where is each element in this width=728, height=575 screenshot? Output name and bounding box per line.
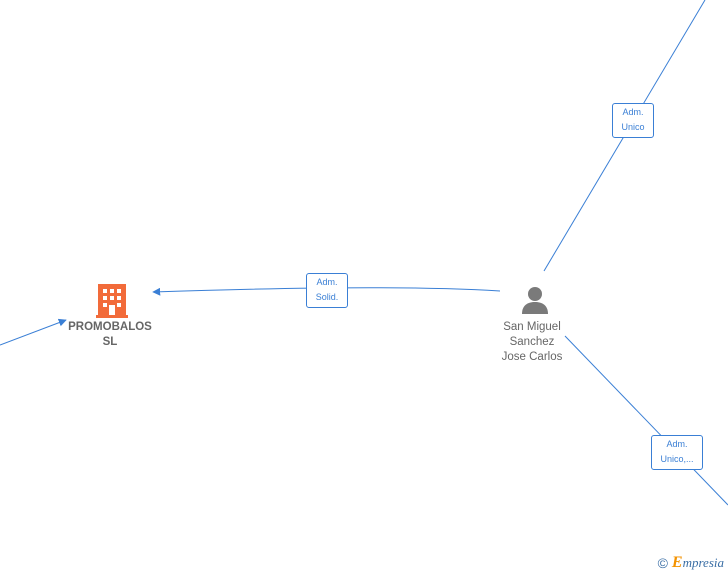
- copyright-symbol: ©: [657, 555, 668, 571]
- edge-bottom-right[interactable]: [564, 335, 728, 506]
- edge-label-line1: Adm.: [666, 439, 688, 449]
- edge-label-line2: Unico,...: [660, 454, 694, 464]
- company-node-label[interactable]: PROMOBALOS SL: [55, 320, 165, 350]
- edge-person-to-company[interactable]: [152, 287, 501, 296]
- person-icon[interactable]: [520, 285, 550, 315]
- person-name-line3: Jose Carlos: [501, 351, 563, 363]
- person-name-line1: San Miguel: [503, 321, 561, 333]
- edge-label-line2: Solid.: [315, 292, 339, 302]
- person-node-label[interactable]: San Miguel Sanchez Jose Carlos: [482, 320, 582, 365]
- edge-label-adm-unico-more[interactable]: Adm. Unico,...: [651, 435, 703, 470]
- person-name-line2: Sanchez: [509, 336, 555, 348]
- company-name-line1: PROMOBALOS: [68, 321, 152, 333]
- edge-label-adm-solid[interactable]: Adm. Solid.: [306, 273, 348, 308]
- company-name-line2: SL: [102, 336, 118, 348]
- edge-label-line2: Unico: [621, 122, 645, 132]
- edge-label-adm-unico[interactable]: Adm. Unico: [612, 103, 654, 138]
- building-icon[interactable]: [96, 282, 128, 318]
- empresia-watermark: © Empresia: [658, 554, 724, 572]
- edge-label-line1: Adm.: [316, 277, 338, 287]
- edge-incoming-company[interactable]: [0, 318, 67, 346]
- edge-label-line1: Adm.: [622, 107, 644, 117]
- empresia-logo: Empresia: [671, 554, 724, 571]
